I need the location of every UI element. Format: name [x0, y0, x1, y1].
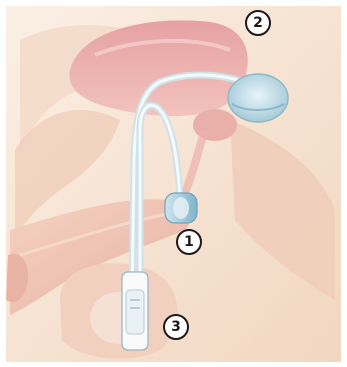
callout-pump: 3 — [163, 314, 189, 340]
callout-reservoir: 2 — [245, 10, 271, 36]
cuff-highlight — [173, 197, 189, 219]
reservoir-balloon — [228, 74, 288, 122]
pump-bulb — [126, 290, 144, 334]
callout-cuff: 1 — [176, 229, 202, 255]
